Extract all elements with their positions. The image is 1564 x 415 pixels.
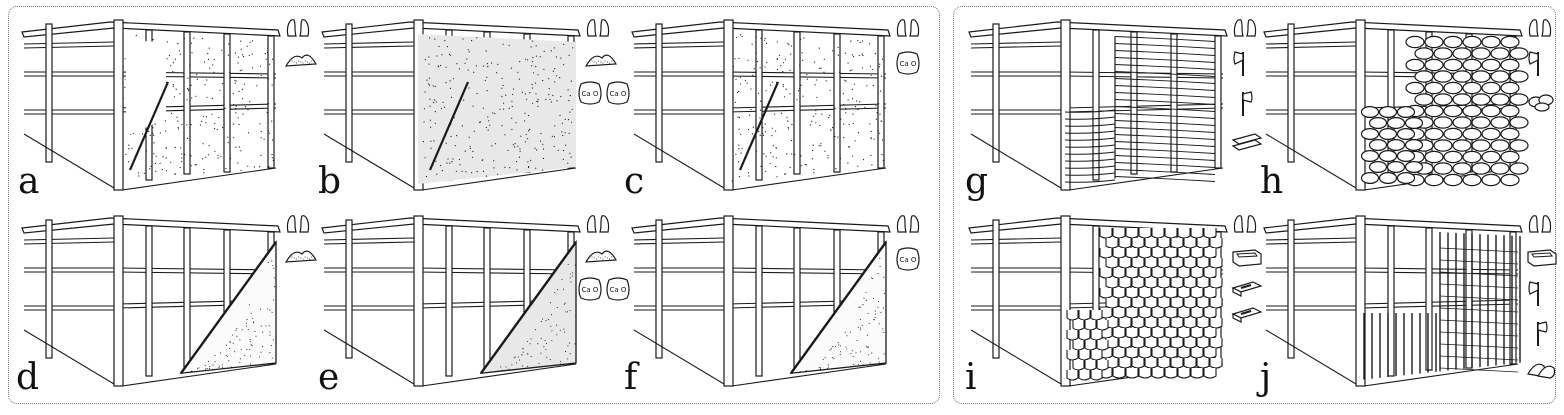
panel-label: i <box>965 357 977 398</box>
brick-icon <box>1231 307 1263 323</box>
tool-column <box>284 212 342 382</box>
sand-pile-icon <box>284 250 317 263</box>
hands-icon <box>896 19 920 37</box>
panel-a: a <box>18 12 318 200</box>
svg-text:Ca O: Ca O <box>900 60 917 68</box>
panel-b: b Ca O Ca O <box>318 12 630 200</box>
tile-icon <box>1527 363 1556 379</box>
sand-pile-icon <box>584 54 617 67</box>
panel-d: d <box>16 208 318 396</box>
lime-sack-icon: Ca O <box>896 247 920 271</box>
frame-illustration <box>1263 215 1523 387</box>
svg-text:Ca O: Ca O <box>582 286 599 294</box>
panel-label: g <box>965 161 989 202</box>
wall-infill <box>789 239 887 375</box>
wall-infill <box>1360 35 1529 187</box>
wall-infill <box>418 34 576 184</box>
svg-text:Ca O: Ca O <box>610 286 627 294</box>
stone-pile-icon <box>1528 94 1554 112</box>
panel-label: d <box>16 357 40 398</box>
frame-illustration <box>21 215 281 387</box>
tool-column: Ca O <box>896 16 952 186</box>
hands-icon <box>286 215 310 233</box>
hands-icon <box>1233 19 1257 37</box>
wall-infill <box>731 34 884 182</box>
hands-icon <box>286 19 310 37</box>
wall-infill <box>1064 36 1216 183</box>
timber-frame <box>1263 215 1523 387</box>
svg-text:Ca O: Ca O <box>610 90 627 98</box>
panel-c: c Ca O <box>624 12 928 200</box>
panel-i: i <box>965 208 1265 396</box>
tool-column <box>1231 16 1289 186</box>
hands-icon <box>586 19 610 37</box>
plank-icon <box>1231 133 1263 151</box>
mould-box-icon <box>1527 249 1557 267</box>
lime-sack-icon: Ca O <box>606 277 630 301</box>
tool-column: Ca O <box>896 212 952 382</box>
tool-column: Ca O Ca O <box>578 212 642 382</box>
svg-text:Ca O: Ca O <box>900 256 917 264</box>
wall-infill <box>179 239 277 375</box>
axe-icon <box>1233 51 1244 76</box>
brick-icon <box>1231 281 1263 297</box>
lime-sack-icon: Ca O <box>896 51 920 75</box>
hands-icon <box>896 215 920 233</box>
panel-label: j <box>1260 357 1272 398</box>
frame-illustration <box>631 19 891 191</box>
sand-pile-icon <box>284 54 317 67</box>
lime-sack-icon: Ca O <box>578 81 602 105</box>
lime-sack-icon: Ca O <box>606 81 630 105</box>
hands-icon <box>1528 19 1552 37</box>
panel-group-plaster <box>8 6 940 404</box>
wall-infill <box>1066 228 1223 381</box>
panel-f: f Ca O <box>624 208 928 396</box>
frame-illustration <box>1263 19 1529 191</box>
panel-label: b <box>318 161 342 202</box>
mould-box-icon <box>1232 249 1262 267</box>
panel-label: c <box>624 161 645 202</box>
frame-illustration <box>631 215 891 387</box>
frame-illustration <box>968 215 1228 387</box>
panel-h: h <box>1260 12 1560 200</box>
hatchet-icon <box>1537 321 1548 346</box>
tool-column <box>1528 16 1564 186</box>
timber-frame <box>968 19 1228 191</box>
wall-infill <box>479 239 577 375</box>
axe-icon <box>1528 51 1539 76</box>
timber-frame <box>21 215 281 387</box>
hatchet-icon <box>1242 91 1253 116</box>
panel-g: g <box>965 12 1265 200</box>
hands-icon <box>1233 215 1257 233</box>
frame-illustration <box>321 19 581 191</box>
panel-group-cladding <box>953 6 1556 404</box>
lime-sack-icon: Ca O <box>578 277 602 301</box>
panel-j: j <box>1260 208 1560 396</box>
frame-illustration <box>968 19 1228 191</box>
frame-illustration <box>21 19 281 191</box>
svg-text:Ca O: Ca O <box>582 90 599 98</box>
hands-icon <box>1528 215 1552 233</box>
wall-infill <box>1363 232 1521 380</box>
wall-infill <box>122 35 274 177</box>
panel-label: e <box>318 357 340 398</box>
panel-e: e Ca O Ca O <box>318 208 630 396</box>
hands-icon <box>586 215 610 233</box>
panel-label: h <box>1260 161 1284 202</box>
tool-column <box>1231 212 1289 382</box>
panel-label: a <box>18 161 40 202</box>
tool-column: Ca O Ca O <box>578 16 642 186</box>
sand-pile-icon <box>584 250 617 263</box>
tool-column <box>284 16 342 186</box>
tool-column <box>1527 212 1564 382</box>
panel-label: f <box>624 357 638 398</box>
frame-illustration <box>321 215 581 387</box>
axe-icon <box>1528 281 1539 306</box>
timber-frame <box>631 19 891 191</box>
